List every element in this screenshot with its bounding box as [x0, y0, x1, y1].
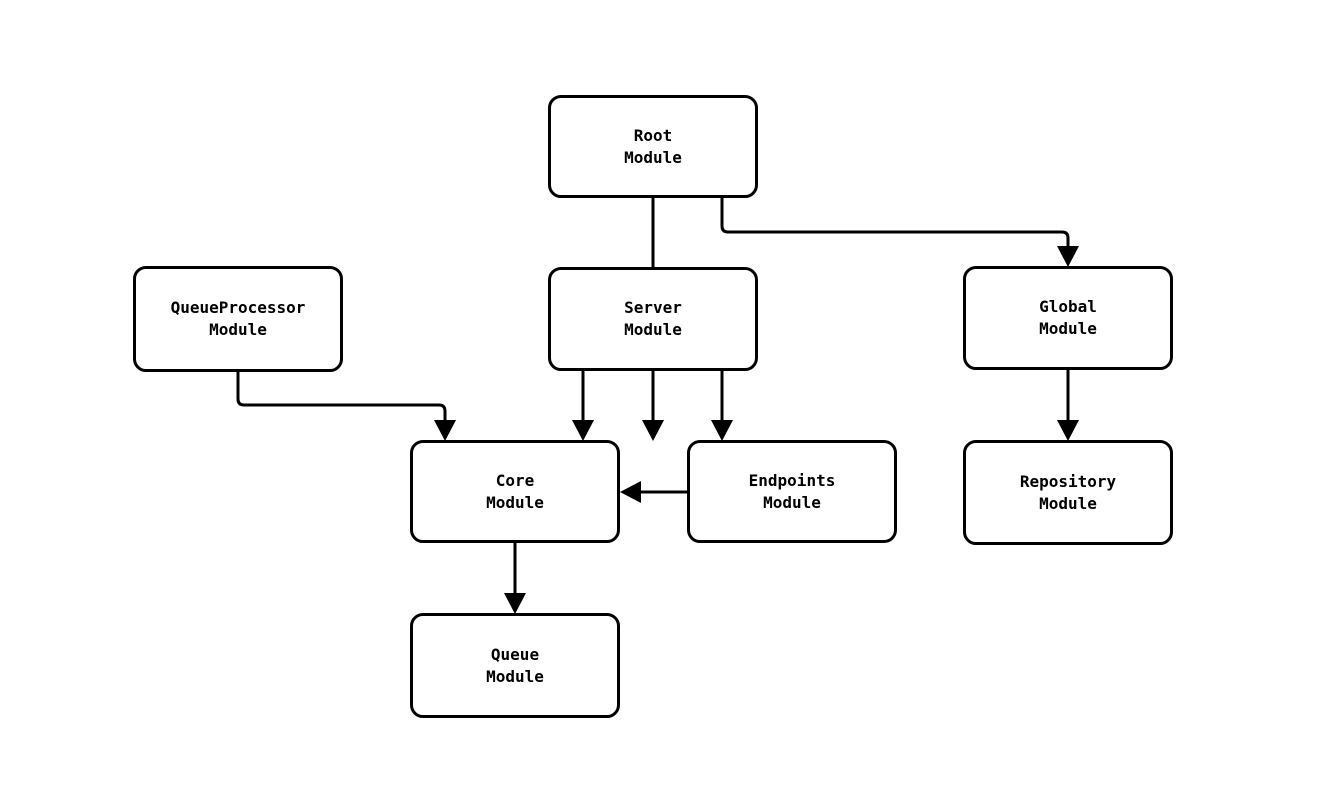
node-root-module[interactable]: Root Module: [548, 95, 758, 198]
edge-queueprocessor-to-core: [236, 372, 456, 441]
node-core-module[interactable]: Core Module: [410, 440, 620, 543]
edge-server-to-endpoints: [711, 371, 733, 441]
edge-endpoints-to-core: [620, 481, 687, 503]
node-queueprocessor-module[interactable]: QueueProcessor Module: [133, 266, 343, 372]
node-global-module-line1: Global: [1039, 297, 1097, 316]
node-queue-module-line2: Module: [486, 666, 544, 686]
node-queueprocessor-module-line1: QueueProcessor: [170, 298, 306, 317]
node-repository-module-line2: Module: [1039, 493, 1097, 513]
node-repository-module-line1: Repository: [1019, 471, 1117, 491]
node-global-module[interactable]: Global Module: [963, 266, 1173, 370]
node-queue-module-line1: Queue: [490, 644, 540, 664]
node-server-module[interactable]: Server Module: [548, 267, 758, 371]
edge-core-to-queue: [504, 543, 526, 614]
edge-server-to-core: [572, 371, 594, 441]
edge-global-to-repository: [1057, 370, 1079, 441]
node-endpoints-module-line1: Endpoints: [748, 470, 836, 490]
node-repository-module[interactable]: Repository Module: [963, 440, 1173, 545]
node-server-module-line1: Server: [624, 298, 682, 317]
node-endpoints-module[interactable]: Endpoints Module: [687, 440, 897, 543]
node-queue-module[interactable]: Queue Module: [410, 613, 620, 718]
node-root-module-line2: Module: [624, 147, 682, 167]
node-root-module-line1: Root: [633, 125, 673, 145]
node-core-module-line2: Module: [486, 492, 544, 512]
node-queueprocessor-module-line2: Module: [209, 320, 267, 339]
node-core-module-line1: Core: [495, 470, 535, 490]
node-endpoints-module-line2: Module: [763, 492, 821, 512]
edge-root-to-global: [720, 198, 1079, 267]
node-server-module-line2: Module: [624, 320, 682, 339]
node-global-module-line2: Module: [1039, 319, 1097, 338]
